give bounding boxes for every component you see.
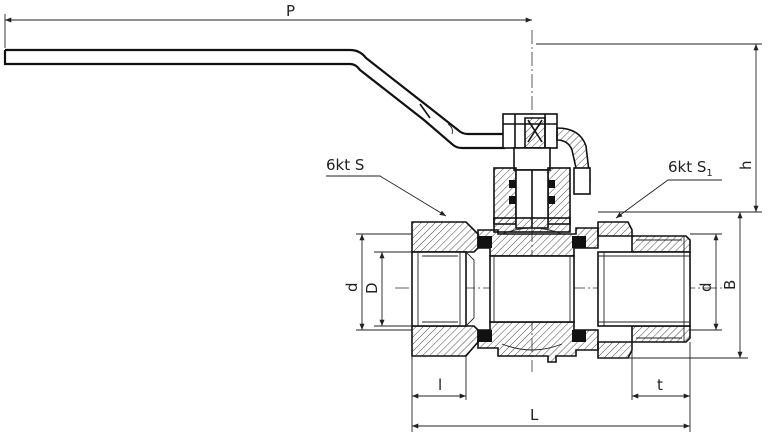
label-P: P	[286, 2, 295, 20]
label-d-right: d	[697, 282, 715, 292]
dimension-lines	[5, 17, 759, 429]
label-l: l	[438, 376, 442, 394]
label-L: L	[530, 406, 539, 424]
label-hex-s: 6kt S	[326, 156, 364, 174]
stem-nut	[502, 113, 591, 195]
label-h: h	[737, 160, 755, 170]
left-socket-end	[411, 221, 479, 357]
label-hex-s1: 6kt S1	[668, 158, 713, 179]
leader-lines	[326, 175, 722, 219]
label-hex-s1-sub: 1	[706, 168, 712, 179]
valve-body	[477, 227, 599, 363]
lever-handle	[3, 48, 505, 150]
label-t: t	[657, 376, 663, 394]
leader-hex-s	[326, 175, 447, 217]
extension-lines	[4, 14, 762, 432]
label-hex-s1-main: 6kt S	[668, 158, 706, 176]
leader-hex-s1	[615, 179, 722, 219]
label-B: B	[721, 280, 739, 290]
dimension-labels: P h 6kt S 6kt S1 d D d B l t L	[286, 2, 755, 424]
stem-assembly	[493, 147, 571, 233]
right-thread-end	[597, 221, 691, 359]
label-d-left: d	[343, 282, 361, 292]
label-D: D	[363, 282, 381, 294]
